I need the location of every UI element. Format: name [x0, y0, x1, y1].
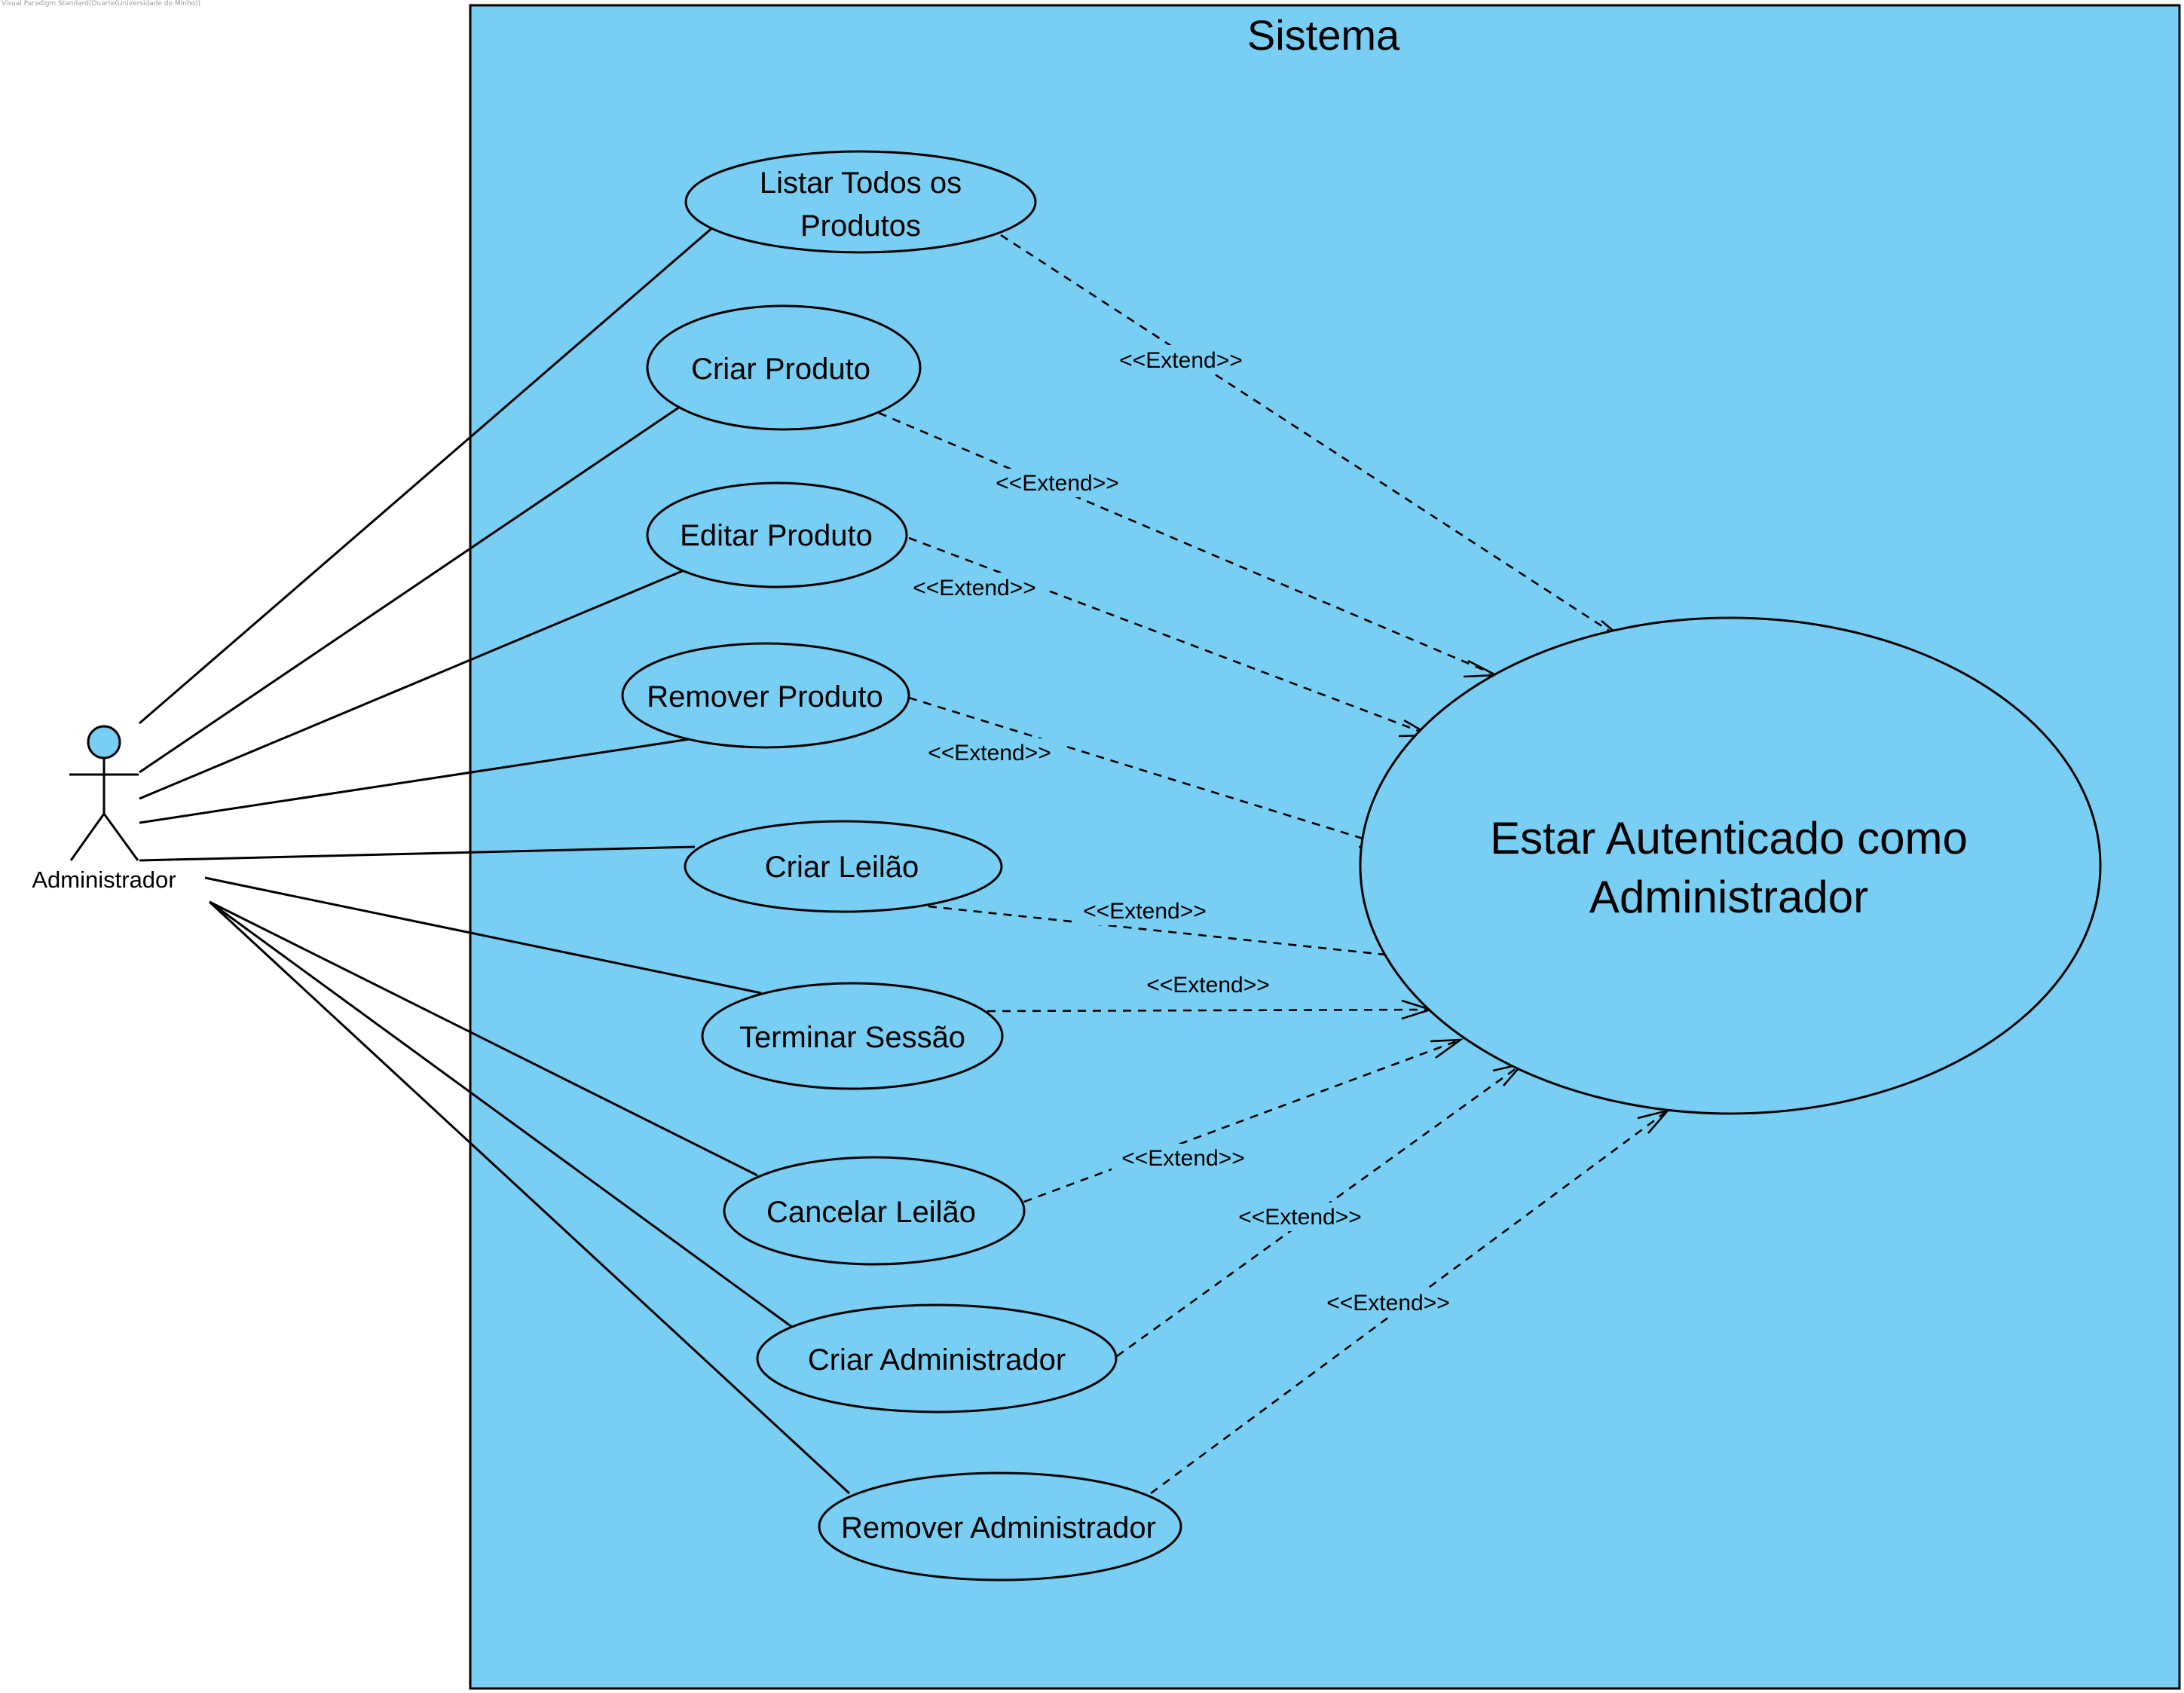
- usecase-ellipse: [646, 481, 908, 588]
- association-criar-administrador[interactable]: [209, 900, 794, 1329]
- usecase-ellipse: [723, 1156, 1026, 1266]
- usecase-ellipse: [818, 1471, 1182, 1581]
- actor-administrador[interactable]: Administrador: [32, 725, 176, 893]
- association-listar-produtos[interactable]: [139, 225, 715, 725]
- usecase-ellipse: [621, 642, 910, 749]
- extend-label-bg: [1136, 970, 1280, 999]
- extend-line-cancelar-leilao[interactable]: [1009, 1038, 1461, 1209]
- extend-line-editar-produto[interactable]: [908, 536, 1431, 737]
- extend-label-terminar-sessao: <<Extend>>: [1146, 973, 1269, 998]
- extend-labels: <<Extend>> <<Extend>> <<Extend>> <<Exten…: [903, 345, 1460, 1317]
- usecase-label: Criar Produto: [691, 353, 870, 386]
- association-terminar-sessao[interactable]: [204, 876, 762, 995]
- extend-line-criar-produto[interactable]: [878, 411, 1497, 677]
- extend-line-terminar-sessao[interactable]: [986, 1008, 1431, 1013]
- usecase-label: Remover Administrador: [841, 1511, 1156, 1545]
- usecase-editar-produto[interactable]: Editar Produto: [646, 481, 908, 588]
- extend-label-remover-administrador: <<Extend>>: [1326, 1291, 1449, 1316]
- usecase-remover-produto[interactable]: Remover Produto: [621, 642, 910, 749]
- extend-label-bg: [1112, 1144, 1255, 1172]
- usecase-remover-administrador[interactable]: Remover Administrador: [818, 1471, 1182, 1581]
- extend-label-bg: [1109, 345, 1253, 374]
- usecase-ellipse: [684, 150, 1037, 254]
- extend-line-listar-produtos[interactable]: [1000, 234, 1627, 643]
- watermark-text: Visual Paradigm Standard(Duarte(Universi…: [2, 0, 201, 8]
- actor-left-leg: [69, 813, 106, 861]
- actor-label: Administrador: [32, 866, 176, 893]
- association-editar-produto[interactable]: [139, 568, 687, 800]
- usecase-label-line1: Estar Autenticado como: [1490, 813, 1968, 863]
- association-lines: [139, 225, 851, 1495]
- usecase-label-line2: Produtos: [800, 209, 921, 243]
- extend-label-criar-leilao: <<Extend>>: [1083, 899, 1206, 924]
- usecase-criar-administrador[interactable]: Criar Administrador: [756, 1303, 1118, 1413]
- extend-line-criar-administrador[interactable]: [1116, 1062, 1523, 1358]
- extend-label-bg: [1073, 897, 1216, 925]
- usecase-estar-autenticado[interactable]: Estar Autenticado como Administrador: [1359, 616, 2102, 1115]
- usecase-ellipse: [684, 820, 1003, 913]
- actor-head: [87, 725, 121, 759]
- usecase-ellipse-large: [1359, 616, 2102, 1115]
- extend-label-criar-administrador: <<Extend>>: [1238, 1205, 1361, 1230]
- actor-right-leg: [102, 813, 139, 861]
- usecase-label: Terminar Sessão: [739, 1021, 965, 1054]
- association-criar-leilao[interactable]: [139, 845, 696, 862]
- usecase-label: Remover Produto: [647, 680, 882, 714]
- usecase-criar-produto[interactable]: Criar Produto: [646, 304, 922, 431]
- extend-label-bg: [918, 738, 1061, 767]
- usecase-cancelar-leilao[interactable]: Cancelar Leilão: [723, 1156, 1026, 1266]
- usecase-ellipse: [701, 982, 1004, 1090]
- arrowhead: [1430, 1038, 1464, 1059]
- usecase-ellipse: [756, 1303, 1118, 1413]
- usecase-label: Criar Administrador: [808, 1343, 1066, 1377]
- usecase-listar-todos-produtos[interactable]: Listar Todos os Produtos: [684, 150, 1037, 254]
- extend-label-remover-produto: <<Extend>>: [928, 741, 1051, 766]
- usecase-terminar-sessao[interactable]: Terminar Sessão: [701, 982, 1004, 1090]
- usecase-label: Editar Produto: [680, 519, 873, 552]
- association-remover-administrador[interactable]: [208, 900, 851, 1495]
- usecase-label-line1: Listar Todos os: [760, 167, 962, 200]
- extend-label-bg: [1228, 1203, 1372, 1231]
- extend-label-bg: [1317, 1288, 1460, 1317]
- system-title: Sistema: [1247, 11, 1400, 59]
- extend-line-criar-leilao[interactable]: [928, 905, 1421, 960]
- association-remover-produto[interactable]: [139, 738, 690, 824]
- association-criar-produto[interactable]: [139, 405, 681, 774]
- extend-label-criar-produto: <<Extend>>: [996, 471, 1118, 496]
- usecase-label-line2: Administrador: [1589, 872, 1868, 922]
- extend-label-bg: [986, 469, 1129, 497]
- extend-label-cancelar-leilao: <<Extend>>: [1121, 1146, 1244, 1171]
- association-cancelar-leilao[interactable]: [209, 900, 758, 1177]
- extend-label-editar-produto: <<Extend>>: [913, 576, 1035, 600]
- extend-label-listar-produtos: <<Extend>>: [1119, 348, 1242, 373]
- extend-label-bg: [903, 573, 1046, 601]
- usecase-criar-leilao[interactable]: Criar Leilão: [684, 820, 1003, 913]
- usecase-label: Cancelar Leilão: [766, 1196, 976, 1229]
- usecase-ellipse: [646, 304, 922, 431]
- usecase-label: Criar Leilão: [765, 851, 919, 884]
